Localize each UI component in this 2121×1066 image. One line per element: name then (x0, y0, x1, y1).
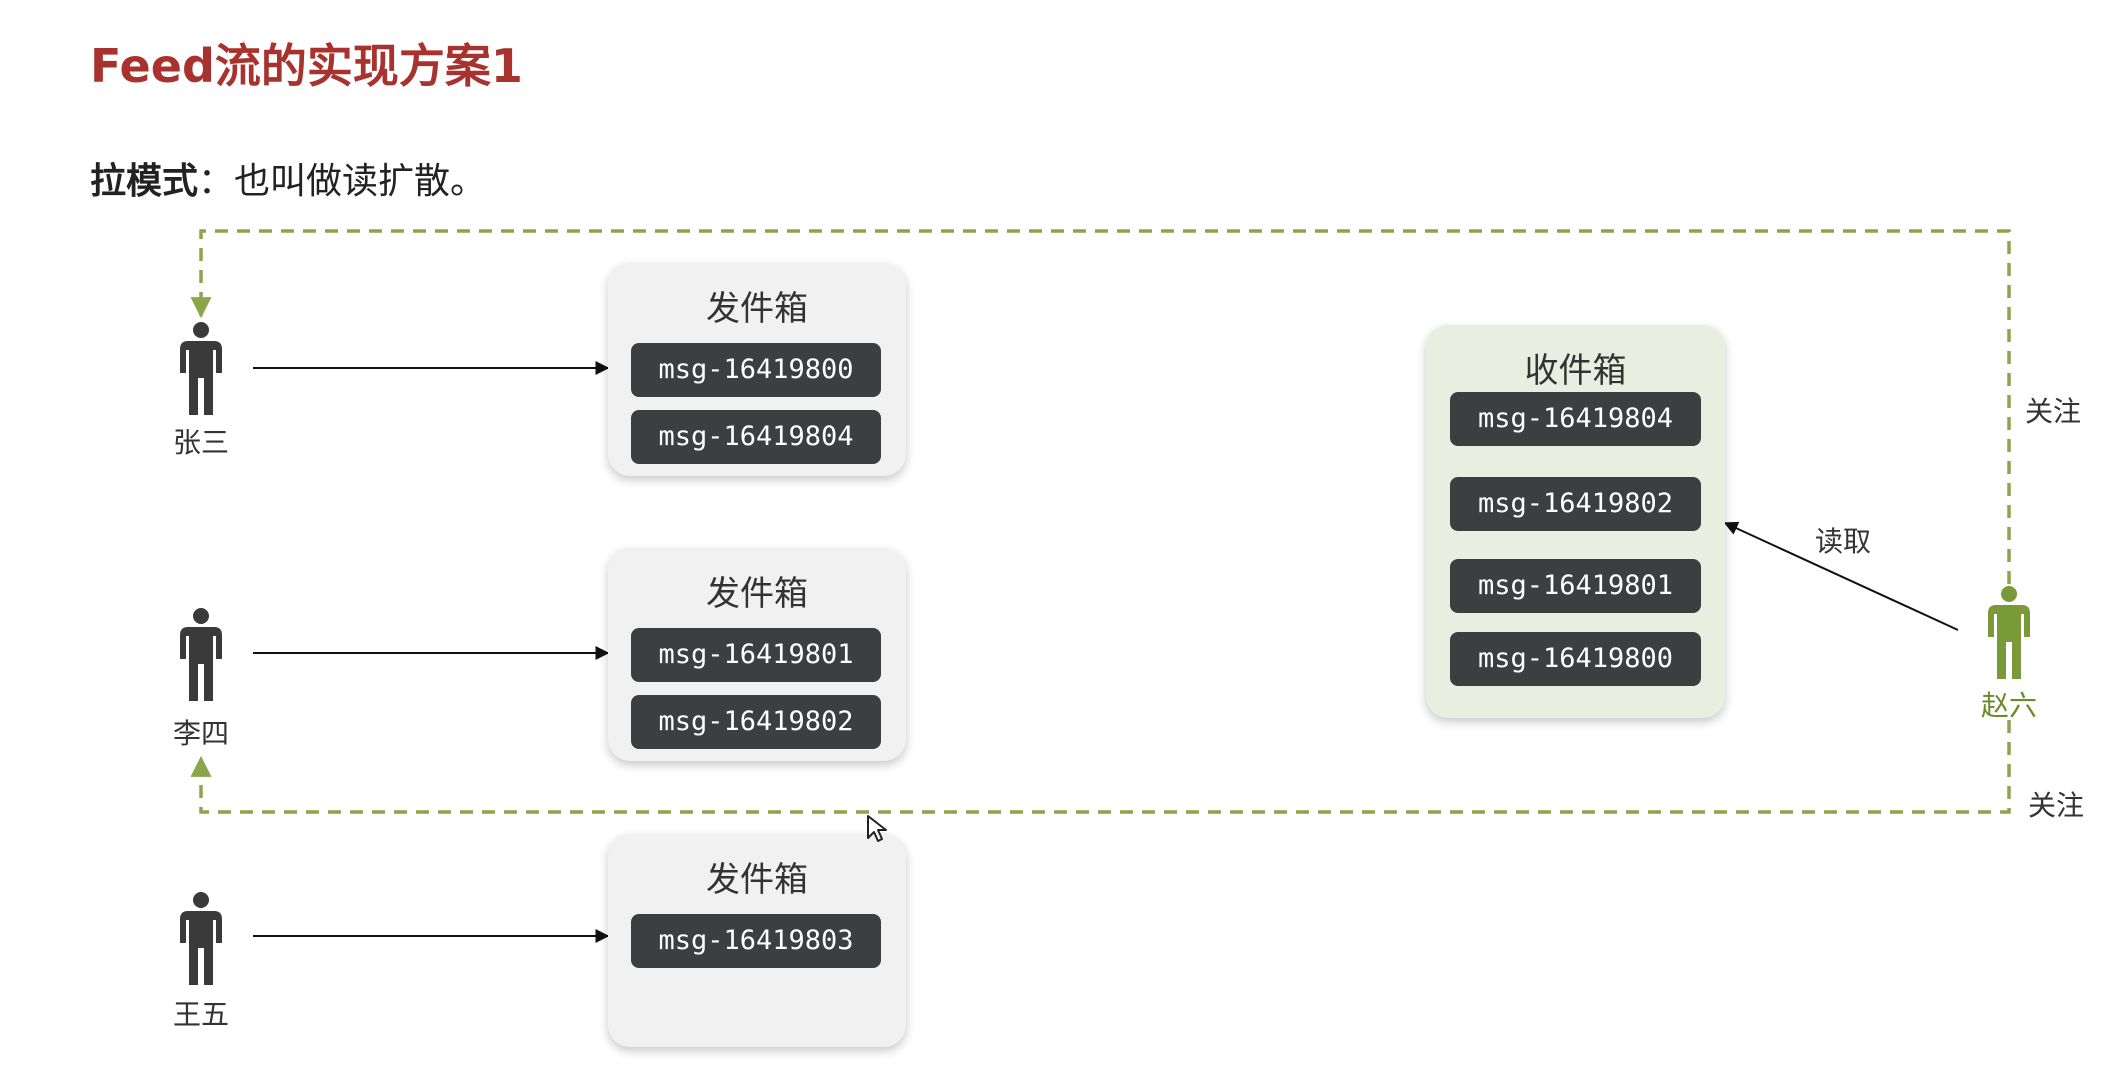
user-wangwu (176, 890, 226, 989)
user-lisi (176, 606, 226, 705)
follow-label-top: 关注 (2025, 395, 2082, 428)
message-item: msg-16419800 (1450, 632, 1701, 686)
subtitle-term: 拉模式 (90, 161, 199, 202)
inbox-title: 收件箱 (1524, 351, 1627, 391)
outbox-wangwu: 发件箱 msg-16419803 (608, 834, 906, 1047)
page-title: Feed流的实现方案1 (90, 39, 523, 93)
subtitle: 拉模式：也叫做读扩散。 (90, 152, 486, 204)
message-item: msg-16419801 (631, 628, 881, 682)
inbox-zhaoliu: 收件箱 msg-16419804 msg-16419802 msg-164198… (1426, 325, 1725, 718)
outbox-title: 发件箱 (706, 289, 808, 329)
person-icon (1988, 586, 2030, 679)
user-zhaoliu (1984, 584, 2034, 683)
message-item: msg-16419804 (1450, 392, 1701, 446)
person-icon (180, 608, 222, 701)
outbox-title: 发件箱 (706, 574, 808, 614)
person-icon (180, 322, 222, 415)
user-label-wangwu: 王五 (172, 998, 229, 1031)
user-label-lisi: 李四 (172, 717, 229, 750)
message-item: msg-16419802 (1450, 477, 1701, 531)
arrow-read (1723, 521, 1959, 631)
subtitle-text: 也叫做读扩散。 (234, 161, 487, 202)
message-item: msg-16419804 (631, 410, 881, 464)
message-item: msg-16419801 (1450, 559, 1701, 613)
user-label-zhangsan: 张三 (172, 426, 229, 459)
message-item: msg-16419800 (631, 343, 881, 397)
follow-line-top (190, 229, 2011, 584)
outbox-zhangsan: 发件箱 msg-16419800 msg-16419804 (608, 263, 906, 476)
mouse-cursor-icon (867, 815, 887, 842)
message-item: msg-16419803 (631, 914, 881, 968)
read-label: 读取 (1815, 525, 1872, 558)
user-label-zhaoliu: 赵六 (1980, 689, 2037, 722)
follow-label-bottom: 关注 (2028, 789, 2085, 822)
outbox-title: 发件箱 (706, 860, 808, 900)
outbox-lisi: 发件箱 msg-16419801 msg-16419802 (608, 548, 906, 761)
follow-line-bottom (190, 720, 2011, 814)
message-item: msg-16419802 (631, 695, 881, 749)
user-zhangsan (176, 320, 226, 419)
subtitle-separator: ： (198, 161, 235, 202)
person-icon (180, 892, 222, 985)
